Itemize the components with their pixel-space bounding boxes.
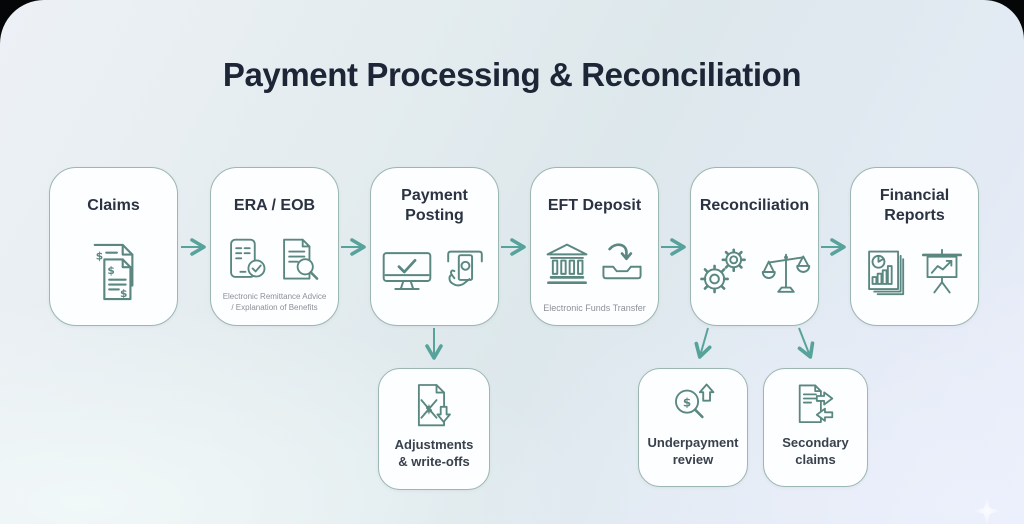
document-exchange-icon [798, 384, 833, 424]
sparkle-decoration [972, 496, 1002, 524]
node-adjustments-writeoffs-label: Adjustments & write-offs [394, 437, 474, 469]
document-writeoff-icon: $ [417, 384, 451, 427]
node-era-eob-subtitle: Electronic Remittance Advice / Explanati… [222, 292, 327, 313]
svg-text:$: $ [119, 287, 126, 300]
monitor-check-icon [382, 252, 432, 291]
bank-icon [546, 243, 588, 284]
svg-text:$: $ [683, 395, 691, 409]
node-eft-deposit-label: EFT Deposit [547, 196, 642, 214]
node-underpayment-review-label: Underpayment review [647, 435, 739, 467]
node-claims: Claims $ $ $ [49, 167, 178, 326]
node-era-eob-label: ERA / EOB [233, 196, 316, 214]
node-reconciliation-label: Reconciliation [699, 196, 810, 214]
node-payment-posting-label: Payment Posting [401, 186, 468, 224]
node-adjustments-writeoffs: $ Adjustments & write-offs [378, 368, 490, 490]
node-secondary-claims: Secondary claims [763, 368, 868, 487]
node-reconciliation: Reconciliation [690, 167, 819, 326]
document-magnifier-icon [283, 238, 319, 281]
diagram-title: Payment Processing & Reconciliation [222, 56, 802, 93]
arrow-reconciliation-to-underpayment [694, 327, 712, 359]
node-era-eob: ERA / EOB El [210, 167, 339, 326]
node-financial-reports-label: Financial Reports [879, 186, 950, 224]
magnifier-dollar-up-icon: $ [675, 383, 715, 419]
arrow-reconciliation-to-secondary [797, 327, 815, 359]
node-claims-label: Claims [87, 196, 140, 214]
reports-stack-icon [868, 250, 905, 296]
node-eft-deposit: EFT Deposit [530, 167, 659, 326]
svg-text:$: $ [95, 249, 102, 262]
node-underpayment-review: $ Underpayment review [638, 368, 748, 487]
node-financial-reports: Financial Reports [850, 167, 979, 326]
balance-scale-icon [761, 253, 811, 293]
svg-text:$: $ [107, 264, 114, 277]
gears-icon [700, 248, 746, 294]
node-payment-posting: Payment Posting [370, 167, 499, 326]
inbox-arrow-icon [602, 243, 642, 280]
cash-insert-icon [447, 250, 483, 287]
dollar-documents-icon: $ $ $ [93, 243, 133, 300]
presentation-chart-icon [921, 248, 963, 294]
node-eft-deposit-subtitle: Electronic Funds Transfer [543, 302, 646, 313]
node-secondary-claims-label: Secondary claims [782, 435, 849, 467]
tablet-check-icon [230, 238, 266, 279]
